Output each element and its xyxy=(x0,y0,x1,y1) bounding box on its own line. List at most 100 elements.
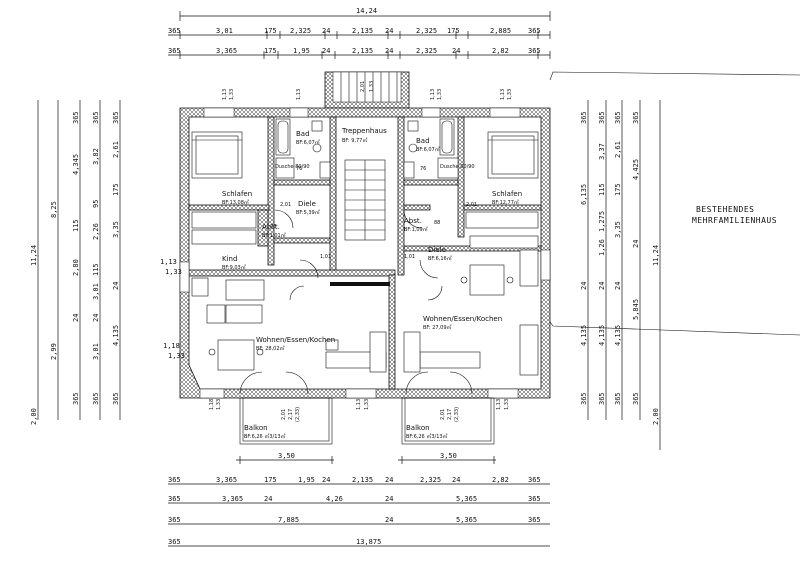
dim-right-c1-1: 6,135 xyxy=(580,184,588,205)
dim-top2-f: 2,135 xyxy=(352,47,373,55)
dim-bot3-b: 7,885 xyxy=(278,516,299,524)
room-balkon-left: Balkon xyxy=(244,424,268,432)
dim-bot1-e: 24 xyxy=(322,476,330,484)
win-kind-h: 1,33 xyxy=(165,268,182,276)
room-balkon-right-area: BF:6,26 ㎡3/13㎡ xyxy=(406,433,448,440)
dim-right-c3-4: 24 xyxy=(614,282,622,290)
dim-bot3-c: 24 xyxy=(385,516,393,524)
door-101-r: 1,01 xyxy=(404,254,415,260)
room-kind-area: BF:9,03㎡ xyxy=(222,264,246,271)
room-abst-right: Abst. xyxy=(404,217,422,225)
win-bot-h-2: 1,33 xyxy=(364,399,370,410)
dim-top1-f: 2,135 xyxy=(352,27,373,35)
room-wohnen-right: Wohnen/Essen/Kochen xyxy=(423,315,502,323)
dim-top-overall: 14,24 xyxy=(356,7,377,15)
win-top-w-1: 1,13 xyxy=(222,89,228,100)
stair-ext-w: 2,01 xyxy=(360,81,366,92)
left-dimensions: 11,24 8,25 2,00 2,99 365 4,345 115 2,80 … xyxy=(30,100,121,425)
dim-right-c2-5: 4,135 xyxy=(598,325,606,346)
existing-building: BESTEHENDES MEHRFAMILIENHAUS xyxy=(549,71,800,336)
dim-bot1-d: 1,95 xyxy=(298,476,315,484)
dim-top1-d: 2,325 xyxy=(290,27,311,35)
win-top-w-3: 1,13 xyxy=(430,89,436,100)
door-201-r: 2,01 xyxy=(466,202,477,208)
dim-left-c3-2: 175 xyxy=(112,183,120,196)
dusche-right: Dusche 80/90 xyxy=(440,164,475,170)
dim-left-c1-0: 365 xyxy=(72,111,80,124)
bal-door-h-l: 2,17 xyxy=(288,409,294,420)
bal-door-w-r: 2,01 xyxy=(440,409,446,420)
dim-right-c4-3: 5,845 xyxy=(632,299,640,320)
dim-left-c3-4: 24 xyxy=(112,282,120,290)
room-schlafen-left: Schlafen xyxy=(222,190,252,198)
room-balkon-right: Balkon xyxy=(406,424,430,432)
outer-walls xyxy=(179,107,551,399)
dim-bot1-g: 24 xyxy=(385,476,393,484)
dusche-left: Dusche 80/90 xyxy=(275,164,310,170)
door-76-bad-l: 76 xyxy=(296,166,302,172)
dim-right-c4-0: 365 xyxy=(632,111,640,124)
dim-right-c3-2: 175 xyxy=(614,183,622,196)
existing-label-2: MEHRFAMILIENHAUS xyxy=(692,216,777,225)
room-schlafen-left-area: BF:13,08㎡ xyxy=(222,199,249,206)
dim-top2-c: 175 xyxy=(264,47,277,55)
dim-bot1-b: 3,365 xyxy=(216,476,237,484)
dim-bot3-d: 5,365 xyxy=(456,516,477,524)
dim-left-b: 2,00 xyxy=(30,408,38,425)
win-bot-h-3: 1,33 xyxy=(504,399,510,410)
bal-door-h2-r: (2,33) xyxy=(454,407,460,422)
win-top-w-2: 1,13 xyxy=(296,89,302,100)
bal-door-h2-l: (2,33) xyxy=(295,407,301,422)
dim-left-c2-7: 3,01 xyxy=(92,343,100,360)
door-76-bad-r: 76 xyxy=(420,166,426,172)
door-76-l: 76 xyxy=(270,224,276,230)
dim-top1-e: 24 xyxy=(322,27,330,35)
dim-left-c2-2: 95 xyxy=(92,200,100,208)
room-labels: Treppenhaus BF: 9,77㎡ Bad BF:6,07㎡ Bad B… xyxy=(222,127,522,440)
dim-right-a: 2,00 xyxy=(652,408,660,425)
windows xyxy=(179,107,551,399)
stairs xyxy=(330,159,390,286)
dim-left-c1-7: 365 xyxy=(72,392,80,405)
dim-right-c1-0: 365 xyxy=(580,111,588,124)
door-101-l: 1,01 xyxy=(320,254,331,260)
furniture-right xyxy=(403,118,539,376)
dim-right-c1-2: 24 xyxy=(580,282,588,290)
dim-top1-k: 365 xyxy=(528,27,541,35)
dim-right-mid: 1,275 xyxy=(598,211,606,232)
dim-bot2-b: 3,365 xyxy=(222,495,243,503)
stair-extension: 2,01 1,33 xyxy=(324,71,410,109)
room-abst-right-area: BF:1,09㎡ xyxy=(404,226,428,233)
dim-left-c2-0: 365 xyxy=(92,111,100,124)
dim-bot1-i: 24 xyxy=(452,476,460,484)
dim-left-c1-1: 4,345 xyxy=(72,154,80,175)
dim-top2-a: 365 xyxy=(168,47,181,55)
dim-top1-a: 365 xyxy=(168,27,181,35)
existing-label-1: BESTEHENDES xyxy=(696,205,754,214)
win-bot-w-3: 1,13 xyxy=(496,399,502,410)
dim-bot3-e: 365 xyxy=(528,516,541,524)
door-88-r: 88 xyxy=(434,220,440,226)
dim-right-c4-2: 24 xyxy=(632,240,640,248)
dim-left-overall: 11,24 xyxy=(30,245,38,266)
bal-door-h-r: 2,17 xyxy=(447,409,453,420)
room-bad-left-area: BF:6,07㎡ xyxy=(296,139,320,146)
dim-right-c2-4: 24 xyxy=(598,282,606,290)
dim-top1-b: 3,01 xyxy=(216,27,233,35)
room-abst-left: Abst. xyxy=(262,223,280,231)
room-bad-right: Bad xyxy=(416,137,430,145)
room-schlafen-right-area: BF:12,77㎡ xyxy=(492,199,519,206)
dim-right-c1-4: 365 xyxy=(580,392,588,405)
dim-top1-h: 2,325 xyxy=(416,27,437,35)
dim-top2-i: 24 xyxy=(452,47,460,55)
dim-bot1-k: 365 xyxy=(528,476,541,484)
room-bad-left: Bad xyxy=(296,130,310,138)
room-wohnen-left: Wohnen/Essen/Kochen xyxy=(256,336,335,344)
dim-left-a: 8,25 xyxy=(50,201,58,218)
dim-bot2-a: 365 xyxy=(168,495,181,503)
dim-bot2-f: 5,365 xyxy=(456,495,477,503)
dim-left-c1-3: 2,80 xyxy=(72,259,80,276)
dim-top2-e: 24 xyxy=(322,47,330,55)
dim-right-c3-0: 365 xyxy=(614,111,622,124)
dim-right-c3-1: 2,61 xyxy=(614,141,622,158)
